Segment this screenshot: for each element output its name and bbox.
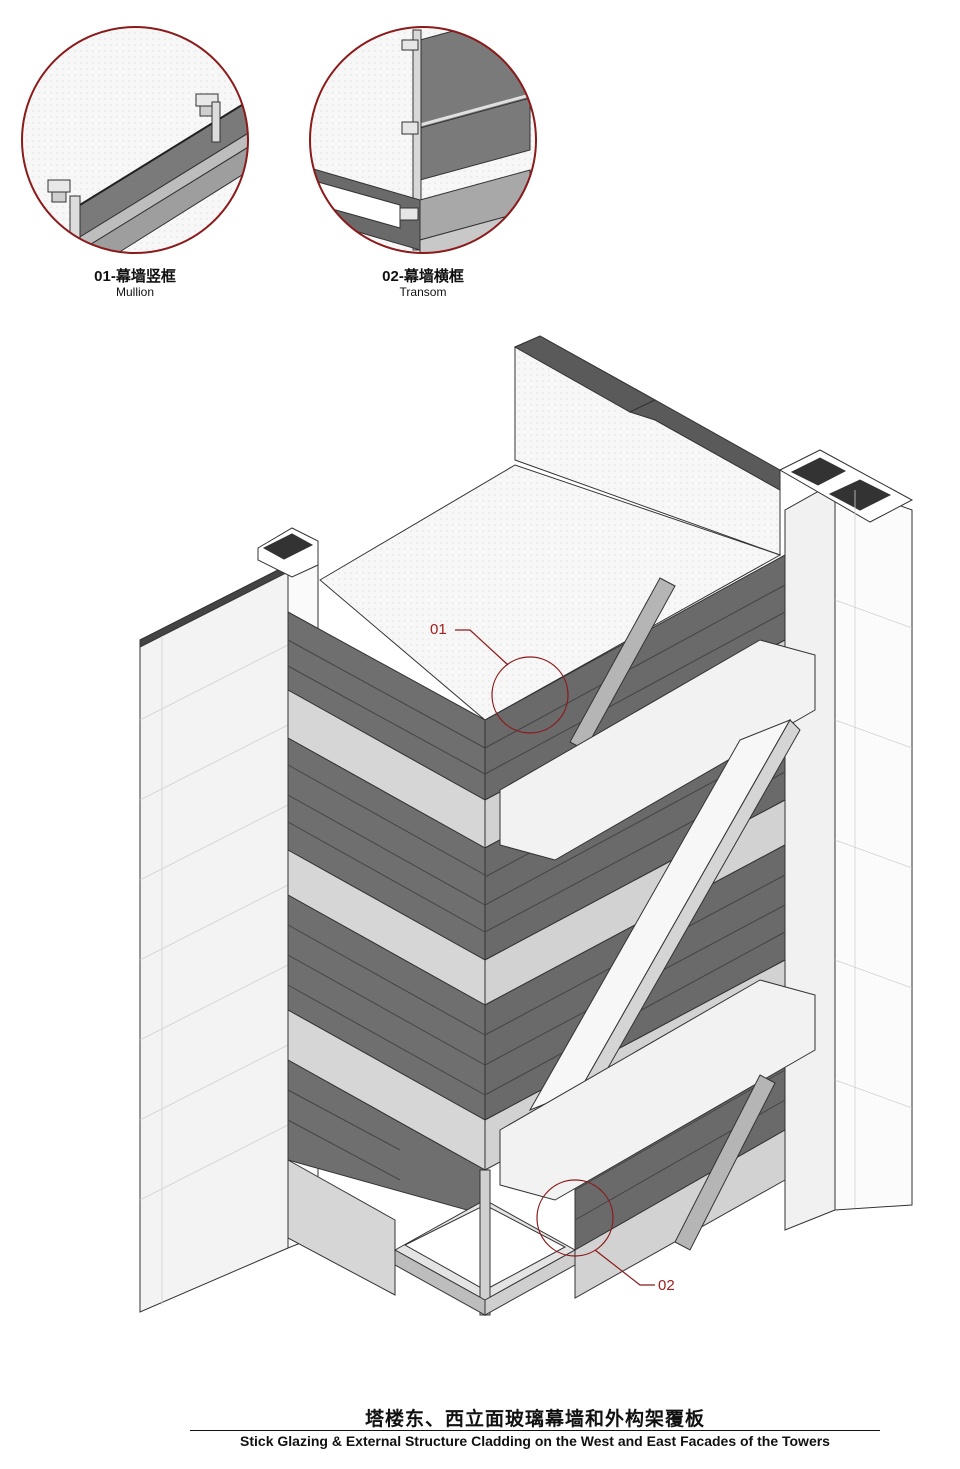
- detail-01-mullion-view: [21, 26, 249, 254]
- callout-02-text: 02: [658, 1277, 675, 1294]
- detail-01-en-label: Mullion: [115, 285, 154, 299]
- external-z-structure: [499, 577, 816, 1251]
- curtain-wall-left-face: [287, 611, 486, 1296]
- tower-isometric: [139, 335, 914, 1316]
- callout-markers: [455, 629, 655, 1286]
- detail-02-zh-label: 02-幕墙横框: [382, 268, 464, 285]
- detail-02-en-label: Transom: [399, 285, 447, 299]
- title-chinese: 塔楼东、西立面玻璃幕墙和外构架覆板: [364, 1409, 705, 1430]
- callout-01-text: 01: [430, 621, 447, 638]
- title-english: Stick Glazing & External Structure Cladd…: [240, 1433, 830, 1449]
- detail-01-zh-label: 01-幕墙竖框: [94, 268, 176, 285]
- title-underline: [190, 1430, 880, 1431]
- detail-02-transom-view: [309, 26, 537, 254]
- detail-label-02: 02-幕墙横框 Transom: [313, 268, 533, 299]
- detail-label-01: 01-幕墙竖框 Mullion: [25, 268, 245, 299]
